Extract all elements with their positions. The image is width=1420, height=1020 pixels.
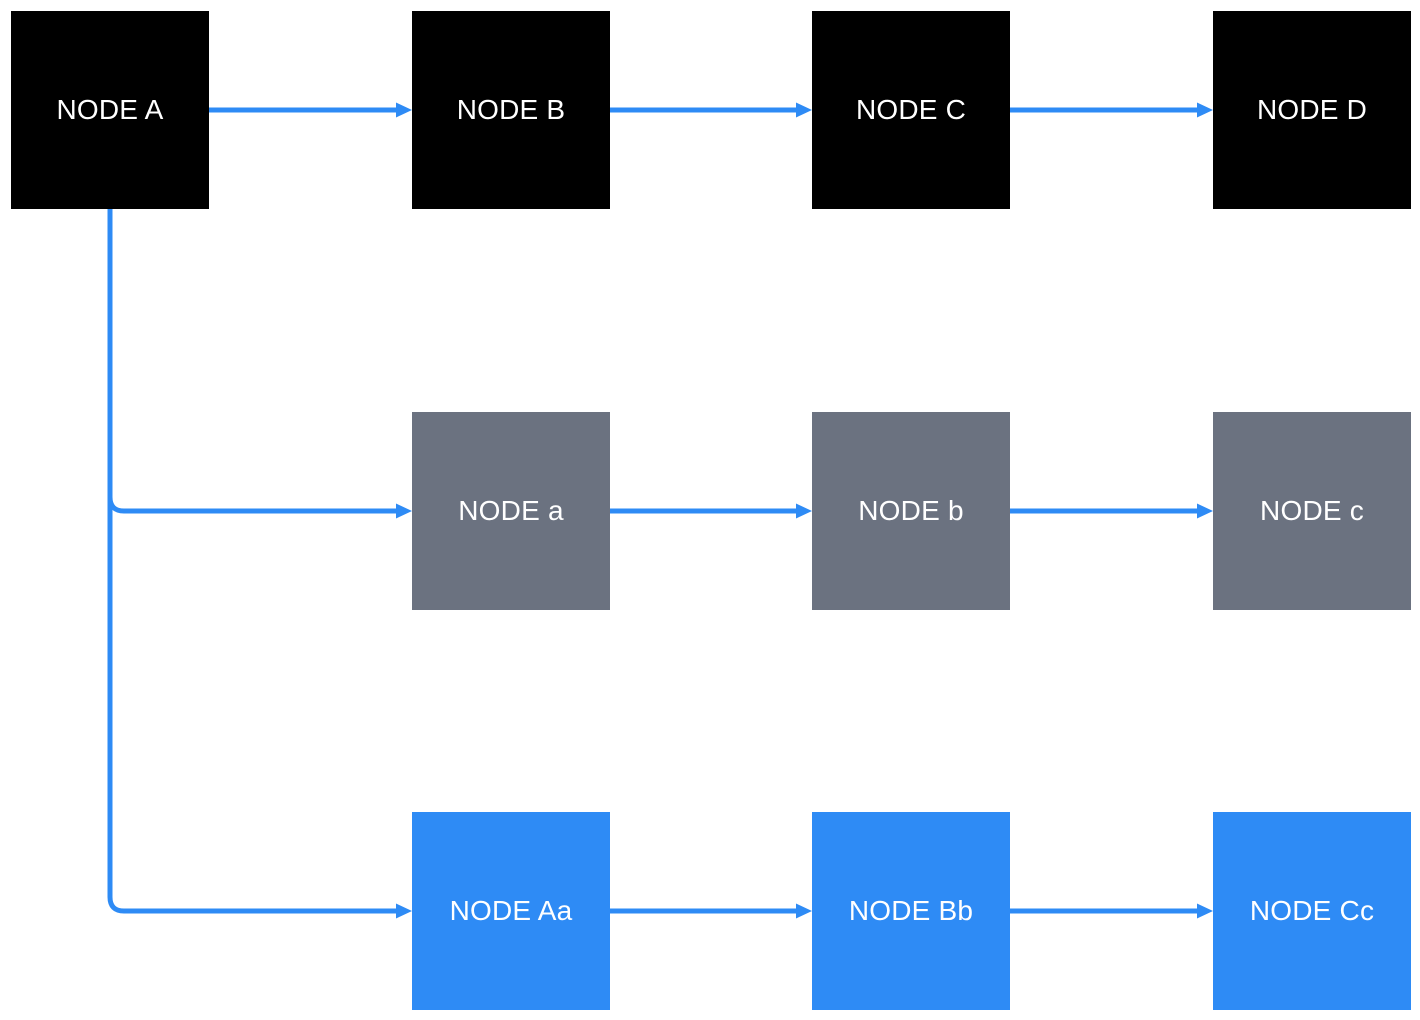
node-label: NODE b (858, 495, 964, 526)
node-label: NODE Aa (449, 895, 573, 926)
node-box-aa[interactable]: NODE Aa (412, 812, 610, 1010)
arrowhead-bb-cc (1197, 903, 1213, 919)
node-label: NODE Bb (848, 895, 974, 926)
node-label: NODE c (1260, 495, 1364, 526)
arrowhead-a-aa (396, 903, 412, 919)
arrowhead-a-b (396, 102, 412, 118)
arrowhead-aa-bb (796, 903, 812, 919)
node-box-d[interactable]: NODE D (1213, 11, 1411, 209)
node-box-b[interactable]: NODE B (412, 11, 610, 209)
node-box-c[interactable]: NODE C (812, 11, 1010, 209)
arrowhead-a-lower-a (396, 503, 412, 519)
arrowhead-lower-a-b (796, 503, 812, 519)
node-box-lower-b[interactable]: NODE b (812, 412, 1010, 610)
node-box-a[interactable]: NODE A (11, 11, 209, 209)
node-box-cc[interactable]: NODE Cc (1213, 812, 1411, 1010)
node-label: NODE a (458, 495, 564, 526)
node-box-lower-a[interactable]: NODE a (412, 412, 610, 610)
node-label: NODE A (56, 94, 164, 125)
node-label: NODE D (1256, 94, 1368, 125)
edge-a-aa (107, 896, 397, 914)
node-label: NODE Cc (1249, 895, 1375, 926)
node-label: NODE C (855, 94, 967, 125)
arrowhead-b-c (796, 102, 812, 118)
node-box-lower-c[interactable]: NODE c (1213, 412, 1411, 610)
edge-a-lower-a (107, 496, 397, 514)
arrowhead-lower-b-c (1197, 503, 1213, 519)
node-label: NODE B (456, 94, 566, 125)
node-box-bb[interactable]: NODE Bb (812, 812, 1010, 1010)
arrowhead-c-d (1197, 102, 1213, 118)
